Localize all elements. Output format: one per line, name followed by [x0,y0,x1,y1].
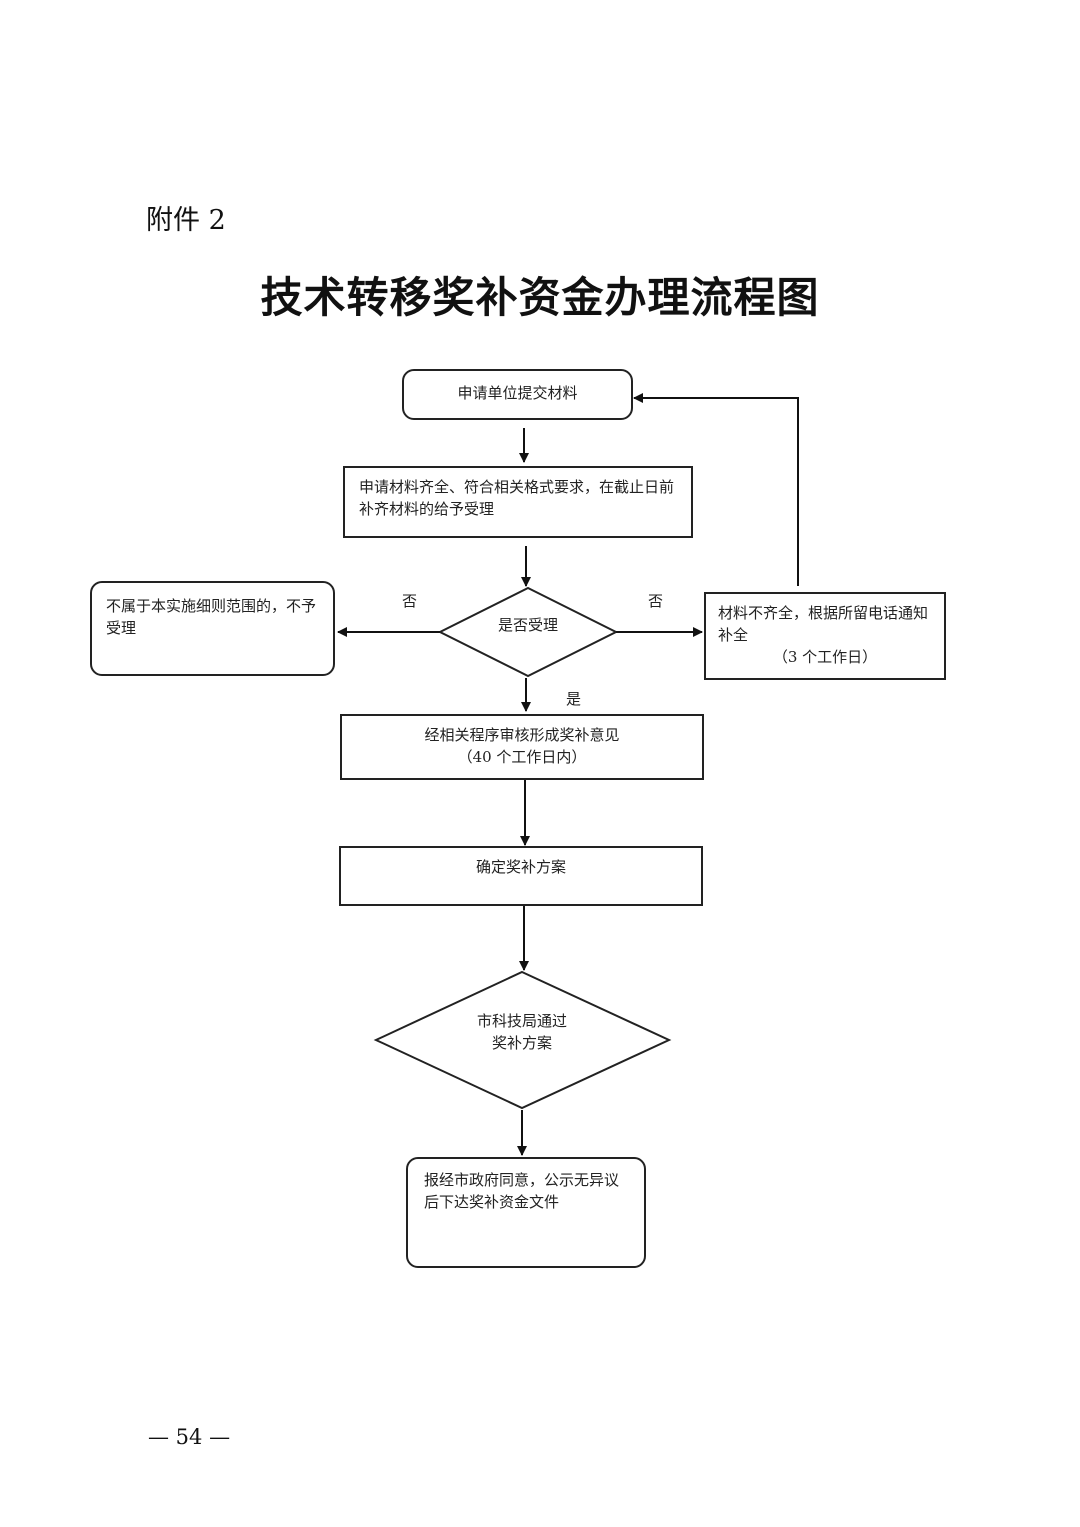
node-incomplete-text: 材料不齐全，根据所留电话通知补全 [718,604,929,644]
node-incomplete-duration: （3 个工作日） [772,648,878,666]
arrow-incomplete-back-to-submit [633,393,799,586]
page-title: 技术转移奖补资金办理流程图 [260,273,820,322]
edge-label-no-right: 否 [648,592,664,610]
page-number: — 54 — [148,1425,231,1449]
node-review-duration: （40 个工作日内） [457,748,587,766]
node-review: 经相关程序审核形成奖补意见 （40 个工作日内） [340,714,704,780]
node-determine-plan-text: 确定奖补方案 [475,858,566,876]
node-completeness-text: 申请材料齐全、符合相关格式要求，在截止日前补齐材料的给予受理 [359,478,675,518]
decision-bureau-label: 市科技局通过 奖补方案 [442,1010,602,1054]
node-reject-text: 不属于本实施细则范围的，不予受理 [106,597,317,637]
node-publish: 报经市政府同意，公示无异议后下达奖补资金文件 [406,1157,646,1268]
node-incomplete-notify: 材料不齐全，根据所留电话通知补全 （3 个工作日） [704,592,946,680]
node-determine-plan: 确定奖补方案 [339,846,703,906]
node-publish-text: 报经市政府同意，公示无异议后下达奖补资金文件 [424,1171,620,1211]
decision-bureau-diamond [373,970,672,1110]
attachment-label: 附件 2 [146,205,226,236]
node-submit-text: 申请单位提交材料 [457,384,578,402]
decision-accept-label: 是否受理 [497,616,558,634]
node-review-text: 经相关程序审核形成奖补意见 [424,726,620,744]
decision-bureau-line1: 市科技局通过 [476,1012,567,1030]
edge-label-no-left: 否 [402,592,418,610]
decision-bureau-line2: 奖补方案 [491,1034,552,1052]
decision-accept-diamond [437,586,619,678]
node-submit-materials: 申请单位提交材料 [402,369,633,420]
node-reject: 不属于本实施细则范围的，不予受理 [90,581,335,676]
edge-label-yes: 是 [566,690,582,708]
node-completeness-check: 申请材料齐全、符合相关格式要求，在截止日前补齐材料的给予受理 [343,466,693,538]
